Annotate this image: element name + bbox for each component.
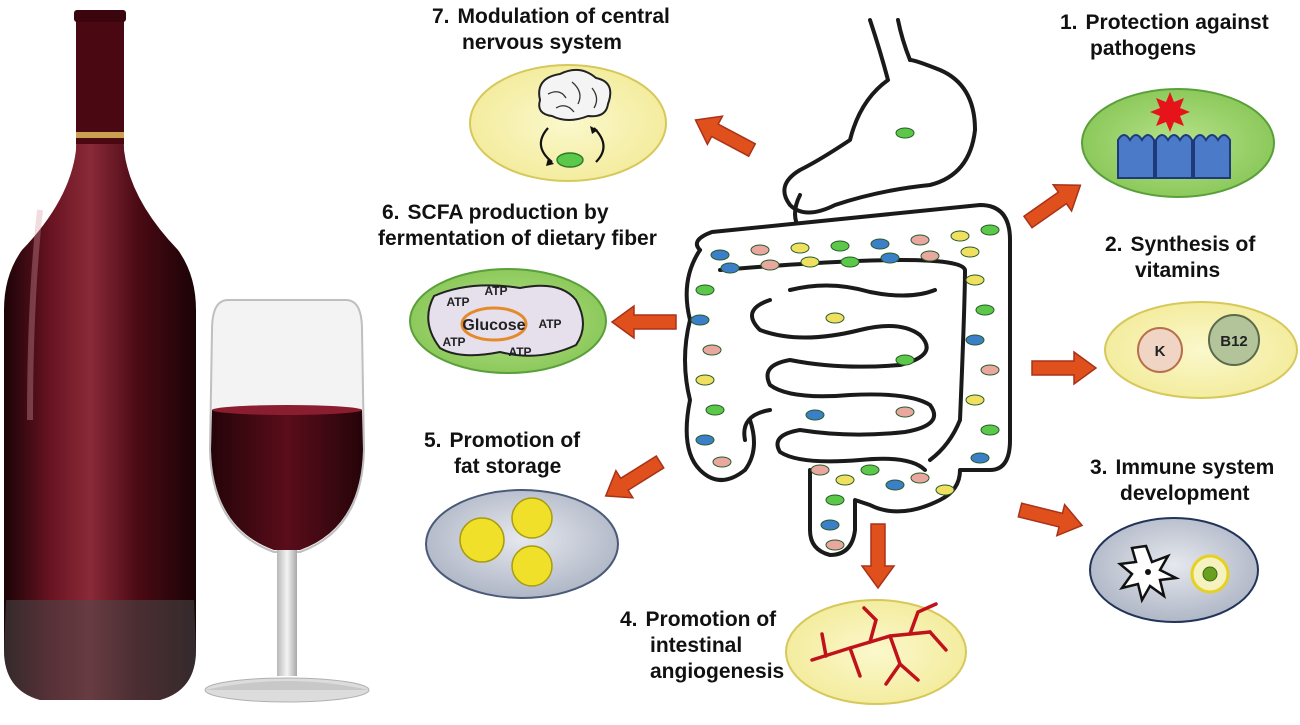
bacterium-icon [690,314,710,326]
epithelium-icon [1117,134,1231,179]
bacterium-icon [695,284,715,296]
bacterium-icon [970,452,990,464]
bacterium-icon [975,304,995,316]
label-4: 4.Promotion of intestinal angiogenesis [620,608,785,683]
arrow-to-immune-system [1015,493,1087,542]
label-5: 5.Promotion of fat storage [424,429,581,478]
label-1: 1.Protection against pathogens [1060,11,1269,60]
bacterium-icon [895,354,915,366]
bacterium-icon [805,409,825,421]
oval-angiogenesis [785,599,967,705]
bacterium-icon [750,244,770,256]
oval-pathogens [1081,88,1275,198]
arrow-to-vitamins [1031,351,1097,385]
bacterium-icon [695,434,715,446]
bacterium-icon [720,262,740,274]
bacterium-icon [810,464,830,476]
arrow-to-nervous-system [687,105,761,165]
label-6: 6.SCFA production by fermentation of die… [378,201,657,250]
bacterium-icon [556,152,584,168]
atp-label: ATP [508,345,531,359]
bacterium-icon [712,456,732,468]
atp-label: ATP [442,335,465,349]
oval-immune-system [1089,517,1259,623]
bacterium-icon [870,238,890,250]
bacterium-icon [935,484,955,496]
blood-vessel-icon [810,602,948,686]
bacterium-icon [710,249,730,261]
bacterium-icon [695,374,715,386]
arrow-to-angiogenesis [861,523,895,589]
bacterium-icon [860,464,880,476]
vitamin-b12-circle [1208,314,1260,366]
bacterium-icon [885,479,905,491]
cycle-arrow-right-icon [593,127,605,163]
bacterium-icon [825,312,845,324]
bacterium-icon [830,240,850,252]
gut-bacteria-group [690,127,1000,551]
bacterium-icon [965,274,985,286]
wine-glass [204,299,370,703]
bacterium-icon [950,230,970,242]
oval-fat-storage [425,489,619,599]
bacterium-icon [910,472,930,484]
bacterium-icon [910,234,930,246]
bacterium-icon [825,539,845,551]
vitamin-k-circle [1137,327,1183,373]
bacterium-icon [965,334,985,346]
vitamin-k-label: K [1155,343,1166,360]
glucose-label: Glucose [462,317,525,334]
atp-label: ATP [484,284,507,298]
bacterium-icon [980,424,1000,436]
bacterium-icon [880,252,900,264]
bacterium-icon [895,127,915,139]
gut-illustration [683,18,1012,557]
arrow-to-scfa [611,305,677,339]
label-7: 7.Modulation of central nervous system [432,5,670,54]
bacterium-icon [705,404,725,416]
vitamin-b12-label: B12 [1220,333,1248,350]
oval-scfa: Glucose ATP ATP ATP ATP ATP [409,268,607,374]
bacterium-icon [820,519,840,531]
wine-bottle [4,10,196,700]
pathogen-icon [1150,92,1190,132]
arrow-to-fat-storage [596,447,670,511]
bacterium-icon [965,394,985,406]
bacterium-icon [702,344,722,356]
label-2: 2.Synthesis of vitamins [1105,233,1256,282]
fat-cell-icon [459,497,553,587]
label-3: 3.Immune system development [1090,456,1275,505]
bacterium-icon [895,406,915,418]
bacterium-icon [980,224,1000,236]
atp-label: ATP [538,317,561,331]
bacterium-icon [835,474,855,486]
bacterium-icon [825,494,845,506]
bacterium-icon [920,250,940,262]
oval-vitamins: K B12 [1104,301,1298,399]
bacterium-icon [790,242,810,254]
bacterium-icon [760,259,780,271]
bacterium-icon [800,256,820,268]
bacterium-icon [840,256,860,268]
oval-nervous-system [469,64,667,182]
atp-label: ATP [446,295,469,309]
arrow-to-pathogens [1018,171,1091,236]
bacterium-icon [980,364,1000,376]
bacterium-icon [960,246,980,258]
